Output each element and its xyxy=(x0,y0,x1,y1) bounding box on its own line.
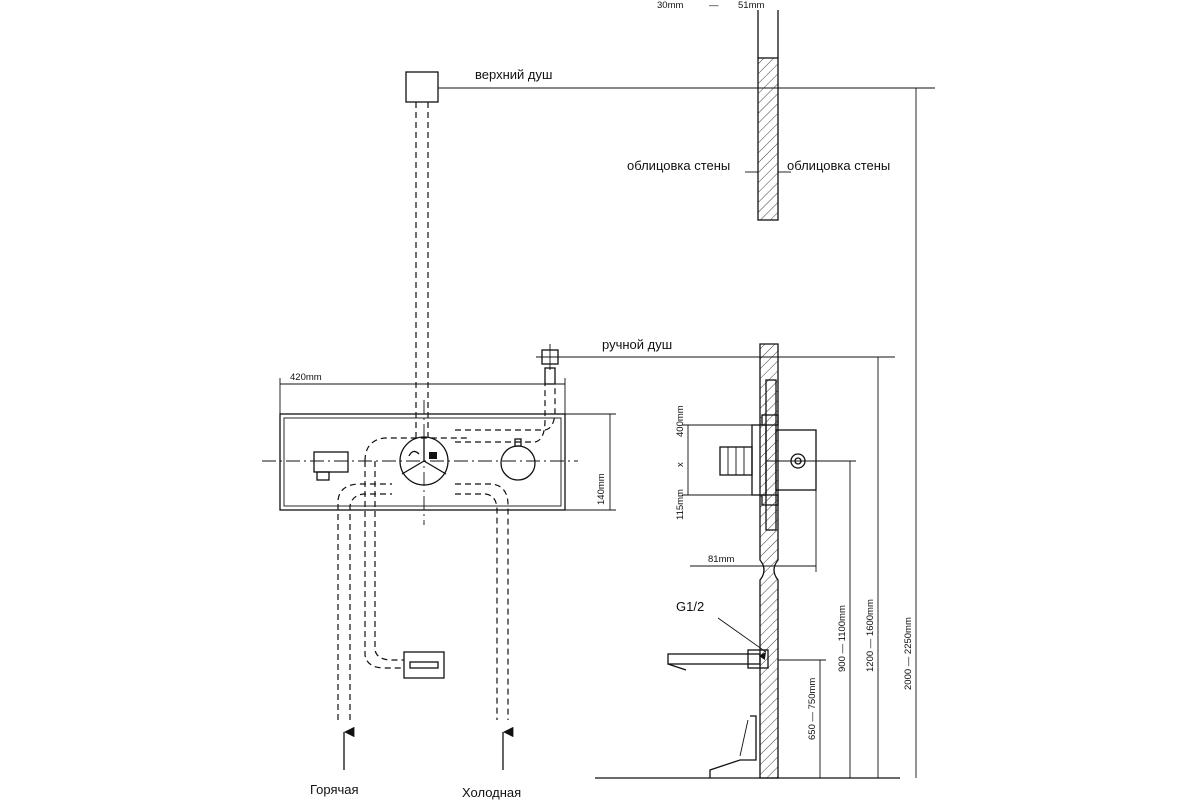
upper-shower-height-label: 2000 — 2250mm xyxy=(903,617,914,690)
wall-section-top xyxy=(745,10,791,221)
wall-cladding-right-label: облицовка стены xyxy=(787,158,890,173)
spout-height-label: 650 — 750mm xyxy=(807,678,818,740)
mixer-height-label: 900 — 1100mm xyxy=(837,605,848,672)
panel-height-dimension xyxy=(565,413,616,511)
panel-width-dimension xyxy=(279,378,566,414)
front-view: верхний душ ручной душ 420mm xyxy=(262,67,935,800)
panel-width-label: 420mm xyxy=(290,372,322,383)
upper-shower-pipes xyxy=(415,102,429,440)
hidden-pipes xyxy=(337,384,556,720)
wall-cladding-left-label: облицовка стены xyxy=(627,158,730,173)
lower-spout-icon xyxy=(403,651,445,679)
spout-outlet-icon xyxy=(313,451,349,481)
wall-spout-icon xyxy=(667,649,769,671)
diverter-knob-icon xyxy=(399,436,449,486)
hand-shower-height-label: 1200 — 1600mm xyxy=(865,599,876,672)
box-height-label: 115mm xyxy=(675,489,686,520)
box-depth-label: 81mm xyxy=(708,554,734,565)
wall-depth-max-label: 51mm xyxy=(738,0,764,11)
panel-height-label: 140mm xyxy=(596,473,607,505)
thermostat-knob-icon xyxy=(500,438,536,481)
box-width-label: 400mm xyxy=(675,405,686,437)
basin-outline xyxy=(709,715,757,778)
thread-label: G1/2 xyxy=(676,599,704,614)
upper-shower-head-icon xyxy=(405,71,439,103)
wall-depth-min-label: 30mm xyxy=(657,0,683,11)
hand-shower-connector-icon xyxy=(536,344,564,385)
cold-label: Холодная xyxy=(462,785,521,800)
box-x-label: x xyxy=(675,462,686,467)
hot-label: Горячая xyxy=(310,782,359,797)
wall-section-bottom xyxy=(595,343,900,779)
hand-shower-label: ручной душ xyxy=(602,337,672,352)
height-dimensions xyxy=(766,88,917,778)
mixer-panel xyxy=(279,413,566,511)
box-dimension-left xyxy=(682,424,766,496)
box-depth-dimension xyxy=(690,490,817,572)
wall-depth-sep-label: — xyxy=(709,0,719,11)
upper-shower-label: верхний душ xyxy=(475,67,552,82)
thread-pointer xyxy=(717,617,767,660)
